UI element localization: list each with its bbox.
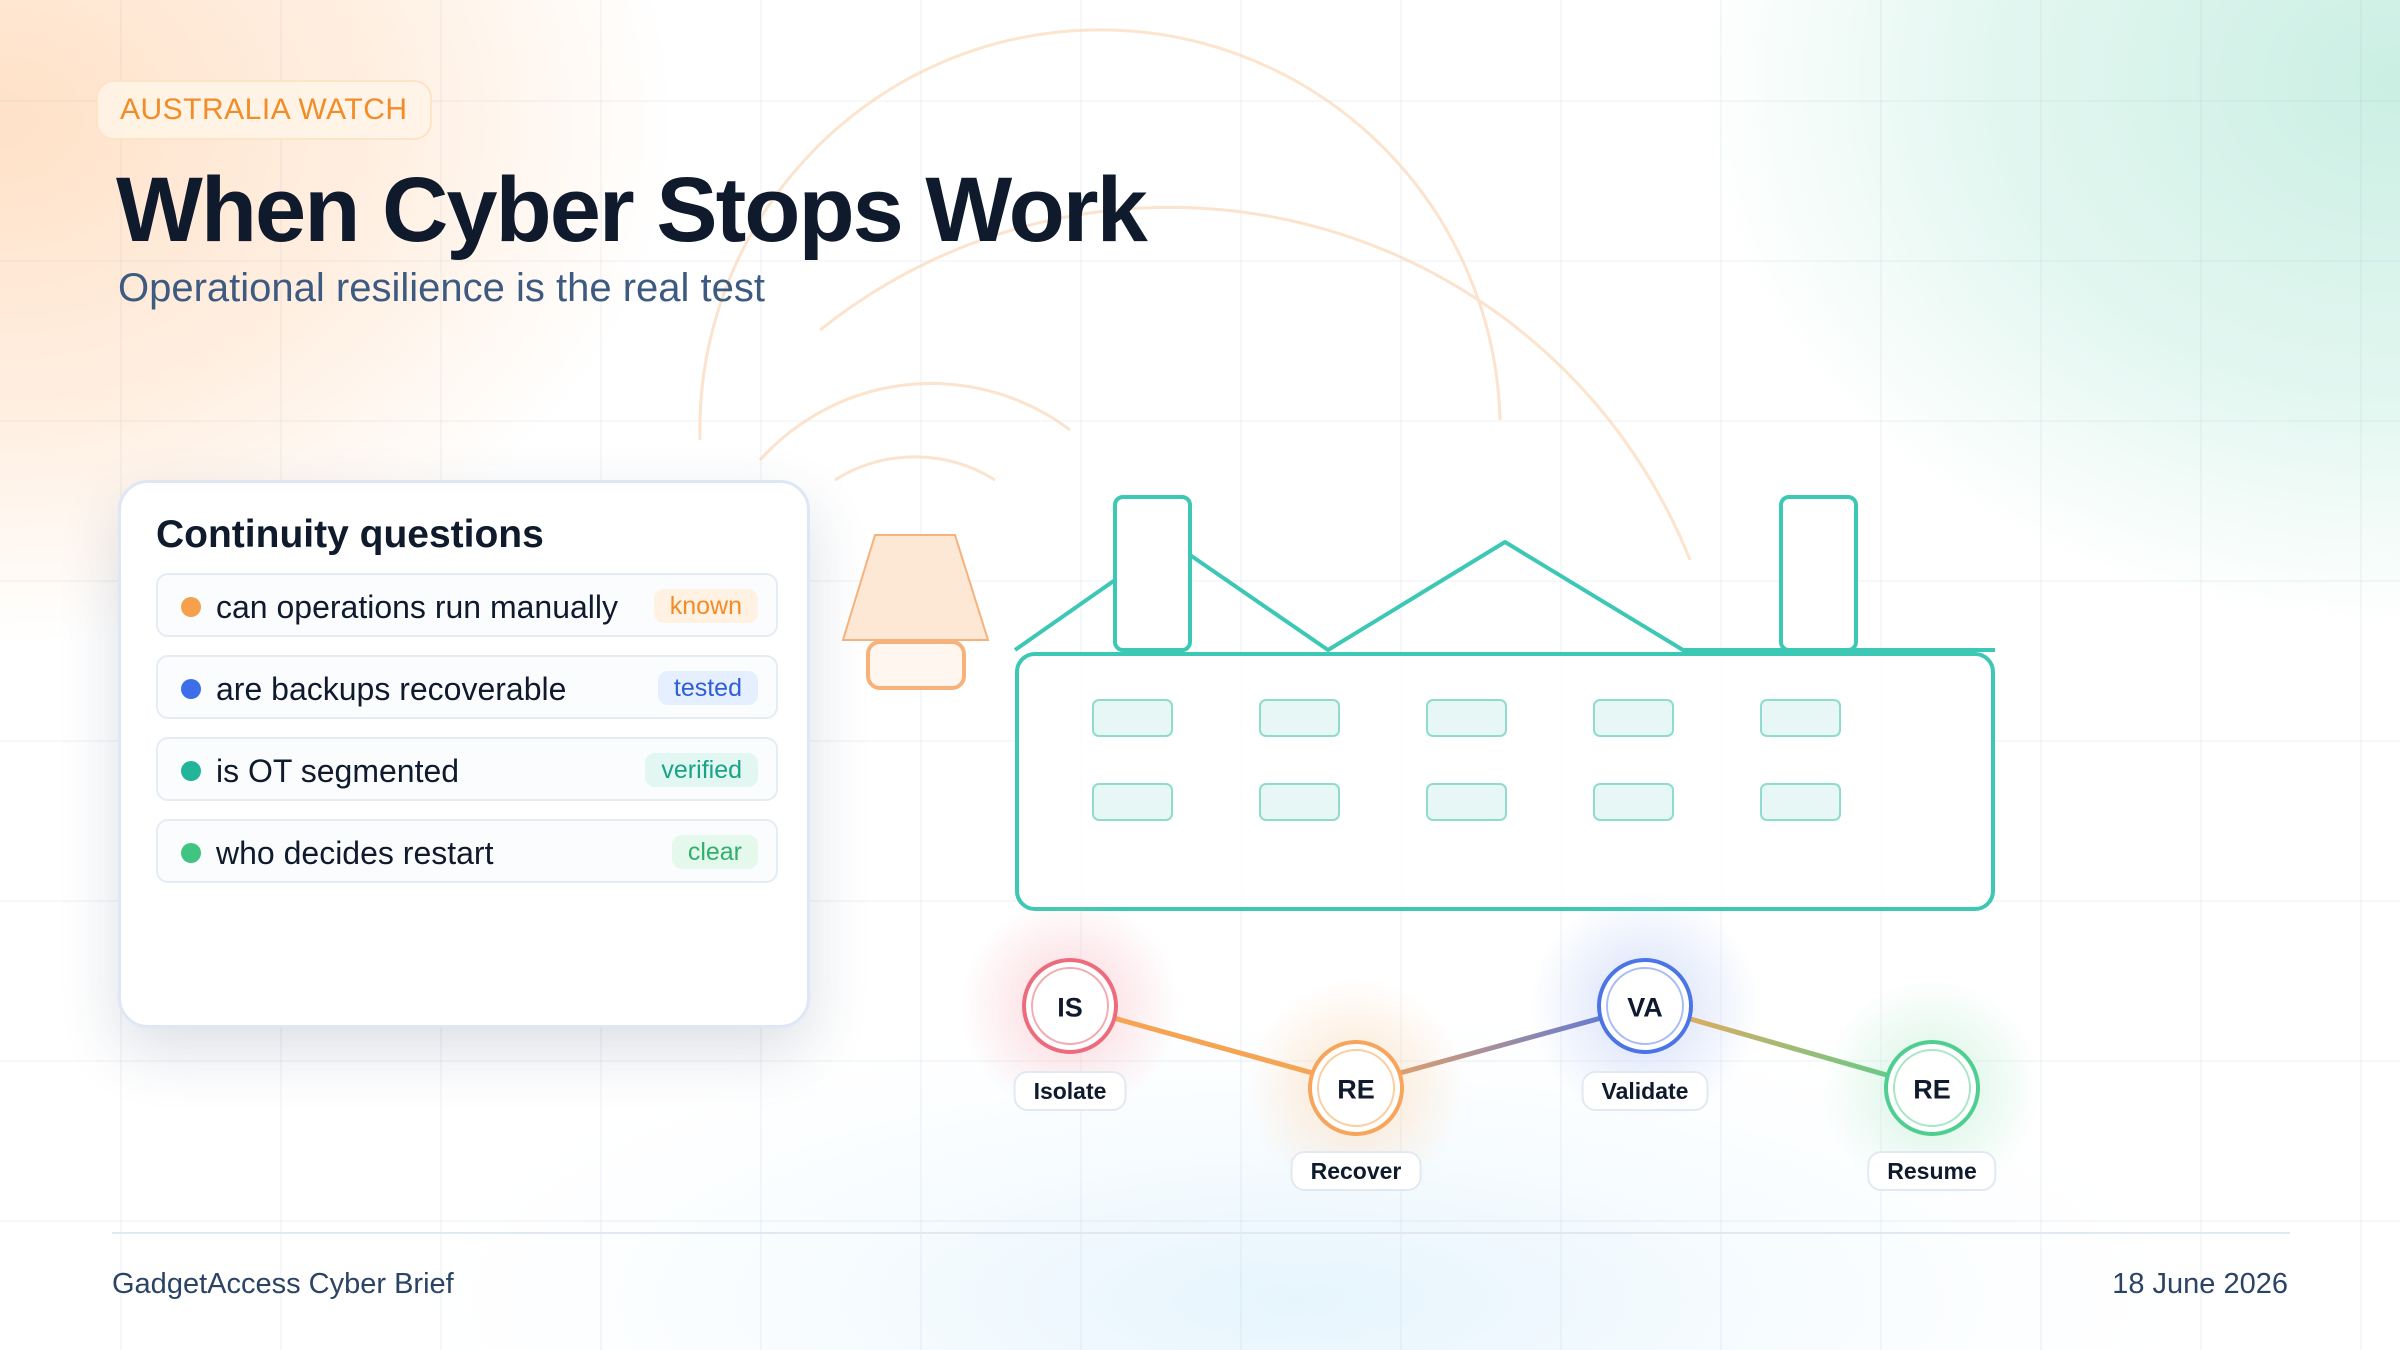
process-link <box>1353 1003 1648 1088</box>
lamp-icon <box>841 534 990 690</box>
footer-divider <box>112 1232 2290 1234</box>
step-label-isolate: Isolate <box>1013 1071 1127 1111</box>
step-label-resume: Resume <box>1867 1151 1997 1191</box>
question-row: are backups recoverable tested <box>156 655 778 719</box>
status-badge: verified <box>645 753 758 787</box>
node-abbr-resume: RE <box>1913 1074 1951 1105</box>
process-link <box>1067 1003 1359 1088</box>
status-dot <box>181 679 201 699</box>
kicker-badge: AUSTRALIA WATCH <box>96 80 432 140</box>
question-row: is OT segmented verified <box>156 737 778 801</box>
status-dot <box>181 843 201 863</box>
node-abbr-isolate: IS <box>1057 992 1083 1023</box>
step-node-isolate <box>1022 958 1118 1054</box>
continuity-questions-card: Continuity questions can operations run … <box>118 480 810 1028</box>
process-link <box>1642 1003 1935 1091</box>
question-text: who decides restart <box>216 835 494 871</box>
question-text: are backups recoverable <box>216 671 567 707</box>
page-title: When Cyber Stops Work <box>116 159 1148 261</box>
footer-brand: GadgetAccess Cyber Brief <box>112 1268 454 1300</box>
page-subtitle: Operational resilience is the real test <box>118 266 765 310</box>
status-badge: clear <box>671 835 758 869</box>
status-dot <box>181 597 201 617</box>
step-label-recover: Recover <box>1290 1151 1422 1191</box>
step-label-validate: Validate <box>1581 1071 1709 1111</box>
status-badge: known <box>653 589 758 623</box>
question-row: can operations run manually known <box>156 573 778 637</box>
question-text: is OT segmented <box>216 753 460 789</box>
question-text: can operations run manually <box>216 589 619 625</box>
node-abbr-validate: VA <box>1627 992 1663 1023</box>
question-row: who decides restart clear <box>156 819 778 883</box>
factory-windows <box>1092 699 1841 821</box>
step-node-resume <box>1884 1040 1980 1136</box>
status-dot <box>181 761 201 781</box>
footer-date: 18 June 2026 <box>2112 1268 2288 1300</box>
step-node-validate <box>1597 958 1693 1054</box>
card-title: Continuity questions <box>156 513 544 556</box>
status-badge: tested <box>657 671 758 705</box>
step-node-recover <box>1308 1040 1404 1136</box>
node-abbr-recover: RE <box>1337 1074 1375 1105</box>
